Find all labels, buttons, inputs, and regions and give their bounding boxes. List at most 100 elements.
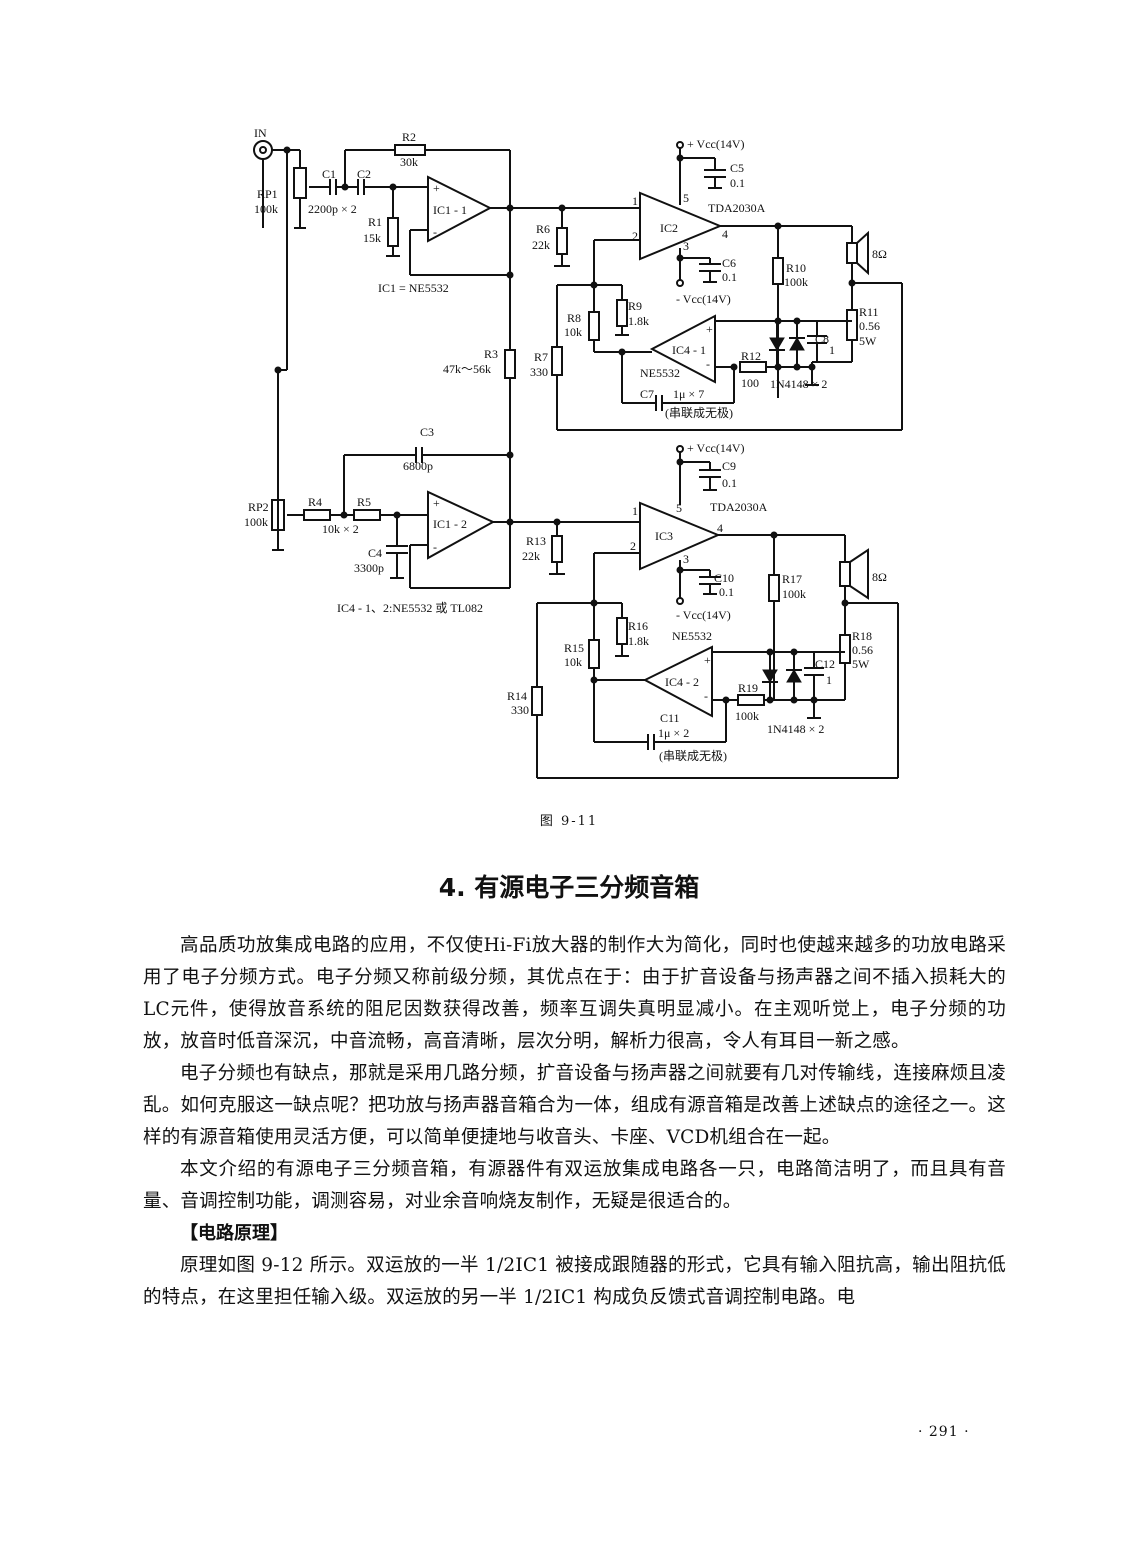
label-r17: R17 [782,572,802,586]
label-ic4-1: IC4 - 1 [672,343,706,357]
label-pin5-bot: 5 [676,501,682,515]
label-rp2: RP2 [248,500,269,514]
label-ic4-1-plus: + [706,322,713,336]
ic1-1-opamp [427,175,493,243]
label-c12-val: 1 [826,673,832,687]
label-c7: C7 [640,387,654,401]
label-spk-top: 8Ω [872,247,887,261]
label-c6-val: 0.1 [722,270,737,284]
subheading-circuit-principle: 【电路原理】 [180,1223,288,1244]
label-r14-val: 330 [511,703,529,717]
label-r3-val: 47k～56k [443,362,491,376]
junction-dots [274,146,856,704]
label-vneg-bot: - Vcc(14V) [676,608,731,622]
label-r18-val: 0.56 [852,643,873,657]
label-r11-pw: 5W [859,334,877,348]
label-d-bot: 1N4148 × 2 [767,722,824,736]
label-r7-val: 330 [530,365,548,379]
label-ic1-2: IC1 - 2 [433,517,467,531]
label-c1: C1 [322,167,336,181]
diode-symbols [762,337,805,683]
label-r13: R13 [526,534,546,548]
label-tda-top: TDA2030A [708,201,766,215]
paragraph-3: 本文介绍的有源电子三分频音箱，有源器件有双运放集成电路各一只，电路简洁明了，而且… [143,1159,1006,1212]
label-r11: R11 [859,305,879,319]
label-vneg-top: - Vcc(14V) [676,292,731,306]
figure-caption: 图 9-11 [539,814,599,829]
label-r4: R4 [308,495,322,509]
label-r3: R3 [484,347,498,361]
label-r6-val: 22k [532,238,550,252]
label-ic2: IC2 [660,221,678,235]
label-c5-val: 0.1 [730,176,745,190]
label-c11-note: (串联成无极) [659,749,727,763]
label-r15-val: 10k [564,655,582,669]
label-r19-val: 100k [735,709,759,723]
label-r15: R15 [564,641,584,655]
label-r45-val: 10k × 2 [322,522,359,536]
ic3-amp [639,501,721,571]
label-pin2-top: 2 [632,229,638,243]
ic4-1-opamp [649,314,716,384]
component-labels: IN RP1 100k C1 2200p × 2 C2 R2 30k R1 15… [244,126,887,763]
body-text: 高品质功放集成电路的应用，不仅使Hi-Fi放大器的制作大为简化，同时也使越来越多… [143,930,1006,1314]
label-ic4-2: IC4 - 2 [665,675,699,689]
label-r5: R5 [357,495,371,509]
paragraph-1: 高品质功放集成电路的应用，不仅使Hi-Fi放大器的制作大为简化，同时也使越来越多… [143,935,1006,1052]
label-spk-bot: 8Ω [872,570,887,584]
label-ic1-1: IC1 - 1 [433,203,467,217]
label-r9-val: 1.8k [628,314,649,328]
label-r12: R12 [741,349,761,363]
label-c5: C5 [730,161,744,175]
label-r18: R18 [852,629,872,643]
label-c1-val: 2200p × 2 [308,202,357,216]
label-pin3-bot: 3 [683,552,689,566]
label-r16: R16 [628,619,648,633]
label-r8: R8 [567,311,581,325]
label-ic1-2-minus: - [433,540,437,554]
label-c11-val: 1μ × 2 [658,726,689,740]
paragraph-2: 电子分频也有缺点，那就是采用几路分频，扩音设备与扬声器之间就要有几对传输线，连接… [143,1063,1006,1148]
label-rp1-val: 100k [254,202,278,216]
label-r2: R2 [402,130,416,144]
label-r17-val: 100k [782,587,806,601]
label-r7: R7 [534,350,548,364]
label-vcc-bot: + Vcc(14V) [687,441,745,455]
label-r11-val: 0.56 [859,319,880,333]
label-c10-val: 0.1 [719,585,734,599]
label-ic1-note: IC1 = NE5532 [378,281,449,295]
ic1-2-opamp [427,490,496,560]
label-pin4-top: 4 [722,227,728,241]
label-pin1-top: 1 [632,194,638,208]
label-c3-val: 6800p [403,459,433,473]
label-c3: C3 [420,425,434,439]
label-ic4-2-plus: + [704,653,711,667]
label-pin2-bot: 2 [630,539,636,553]
label-ic4-1-minus: - [706,357,710,371]
amplifier-symbols [427,175,723,718]
label-c10: C10 [714,571,734,585]
supply-terminals [676,141,684,605]
label-r10-val: 100k [784,275,808,289]
label-r6: R6 [536,222,550,236]
label-r13-val: 22k [522,549,540,563]
circuit-schematic: IN RP1 100k C1 2200p × 2 C2 R2 30k R1 15… [244,126,903,779]
label-c11: C11 [660,711,680,725]
label-ne5532-bot: NE5532 [672,629,712,643]
label-pin3-top: 3 [683,239,689,253]
label-c6: C6 [722,256,736,270]
label-r10: R10 [786,261,806,275]
label-r1: R1 [368,215,382,229]
label-c7-val: 1μ × 7 [673,387,704,401]
label-rp1: RP1 [257,187,278,201]
label-pin4-bot: 4 [717,521,723,535]
label-c9: C9 [722,459,736,473]
label-r1-val: 15k [363,231,381,245]
section-title: 4. 有源电子三分频音箱 [438,873,700,902]
ic2-amp [639,191,723,261]
label-r19: R19 [738,681,758,695]
label-ic1-1-minus: - [433,225,437,239]
label-tda-bot: TDA2030A [710,500,768,514]
label-r14: R14 [507,689,527,703]
label-c4-val: 3300p [354,561,384,575]
